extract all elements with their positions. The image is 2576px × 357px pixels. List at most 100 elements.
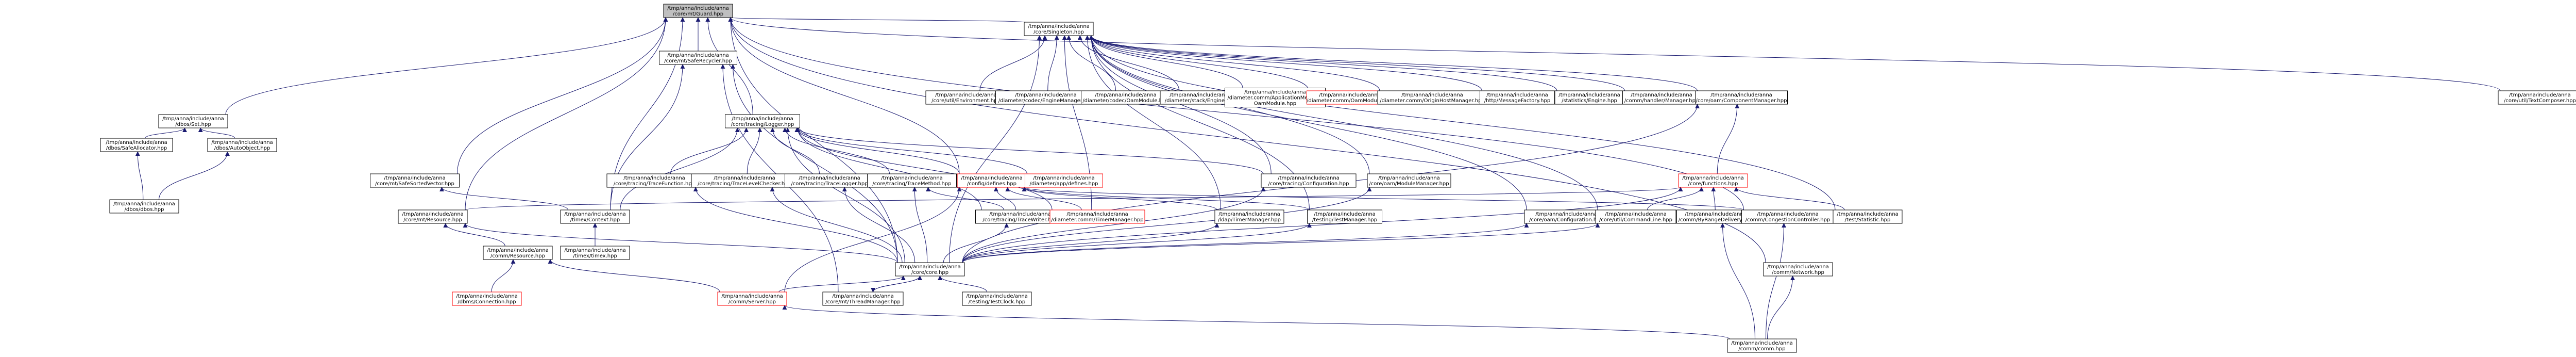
node-box (1367, 173, 1451, 188)
edge-oamComponentMgr-to-singleton (1089, 35, 1698, 91)
node-dbosSet[interactable]: /tmp/anna/include/anna/dbos/Set.hpp (158, 114, 228, 128)
node-statisticsEngine[interactable]: /tmp/anna/include/anna/statistics/Engine… (1554, 90, 1624, 105)
node-safeAllocator[interactable]: /tmp/anna/include/anna/dbos/SafeAllocato… (100, 138, 173, 152)
node-commComm[interactable]: /tmp/anna/include/anna/comm/comm.hpp (1727, 338, 1797, 353)
node-autoObject[interactable]: /tmp/anna/include/anna/dbos/AutoObject.h… (207, 138, 277, 152)
edge (782, 305, 1730, 339)
edge (842, 187, 916, 263)
edge-ldapTimerManager-to-configDefines (1022, 187, 1217, 210)
edge (1089, 35, 1482, 91)
node-label: /tmp/anna/include/anna (1015, 92, 1077, 98)
node-timerManager[interactable]: /tmp/anna/include/anna/diameter.comm/Tim… (1049, 209, 1145, 224)
edge-mtResource-to-root (465, 17, 668, 210)
edge (1089, 35, 1836, 210)
node-label: /http/MessageFactory.hpp (1484, 98, 1550, 104)
node-appDefines[interactable]: /tmp/anna/include/anna/diameter/app/defi… (1025, 173, 1103, 188)
node-tracingLogger[interactable]: /tmp/anna/include/anna/core/tracing/Logg… (725, 114, 800, 128)
node-traceFunction[interactable]: /tmp/anna/include/anna/core/tracing/Trac… (606, 173, 702, 188)
node-testManager[interactable]: /tmp/anna/include/anna/testing/TestManag… (1307, 209, 1382, 224)
node-traceLogger[interactable]: /tmp/anna/include/anna/core/tracing/Trac… (785, 173, 874, 188)
edge (728, 17, 1744, 210)
edge-coreHpp-to-tracingConfiguration (962, 187, 1266, 263)
node-box (1741, 209, 1834, 224)
node-label: /core/tracing/TraceLogger.hpp (791, 181, 868, 187)
node-box (1833, 209, 1903, 224)
edge (198, 127, 235, 139)
node-label: /core/oam/ModuleManager.hpp (1369, 181, 1449, 187)
edge (145, 127, 187, 139)
node-label: /tmp/anna/include/anna (721, 294, 783, 299)
node-label: /comm/CongestionController.hpp (1745, 217, 1831, 223)
node-label: /comm/handler/Manager.hpp (1624, 98, 1699, 104)
edge-coreHpp-to-traceLogger (842, 187, 916, 263)
node-label: /tmp/anna/include/anna (113, 201, 175, 207)
edge-testStatistic-to-singleton (1089, 35, 1836, 210)
edge-commComm-to-congestionController (1766, 223, 1786, 339)
node-mtResource[interactable]: /tmp/anna/include/anna/core/mt/Resource.… (398, 209, 468, 224)
node-timexTimex[interactable]: /tmp/anna/include/anna/timex/timex.hpp (560, 246, 630, 260)
node-label: /comm/Network.hpp (1772, 270, 1824, 275)
edge-samConfiguration-to-singleton (1089, 35, 1527, 210)
node-engineManager[interactable]: /tmp/anna/include/anna/diameter/codec/En… (995, 90, 1096, 105)
node-originHostManager[interactable]: /tmp/anna/include/anna/diameter.comm/Ori… (1377, 90, 1487, 105)
node-utilEnvironment[interactable]: /tmp/anna/include/anna/core/util/Environ… (925, 90, 1007, 105)
node-box (1049, 209, 1145, 224)
node-commNetwork[interactable]: /tmp/anna/include/anna/comm/Network.hpp (1763, 262, 1833, 277)
node-traceMethod[interactable]: /tmp/anna/include/anna/core/tracing/Trac… (867, 173, 957, 188)
node-testStatistic[interactable]: /tmp/anna/include/anna/test/Statistic.hp… (1833, 209, 1903, 224)
node-coreHpp[interactable]: /tmp/anna/include/anna/core/core.hpp (895, 262, 965, 277)
node-box (1595, 209, 1676, 224)
node-testClock[interactable]: /tmp/anna/include/anna/testing/TestClock… (962, 291, 1032, 306)
node-label: /tmp/anna/include/anna (564, 248, 626, 253)
node-box (962, 291, 1032, 306)
node-congestionController[interactable]: /tmp/anna/include/anna/comm/CongestionCo… (1741, 209, 1834, 224)
node-commServer[interactable]: /tmp/anna/include/anna/comm/Server.hpp (717, 291, 787, 306)
node-timexContext[interactable]: /tmp/anna/include/anna/timex/Context.hpp (560, 209, 630, 224)
node-commResource[interactable]: /tmp/anna/include/anna/comm/Resource.hpp (483, 246, 553, 260)
edge (993, 187, 1016, 210)
node-safeRecycler[interactable]: /tmp/anna/include/anna/core/mt/SafeRecyc… (659, 51, 737, 65)
node-oamModule[interactable]: /tmp/anna/include/anna/diameter/codec/Oa… (1081, 90, 1171, 105)
node-textComposer[interactable]: /tmp/anna/include/anna/core/util/TextCom… (2498, 90, 2576, 105)
node-root[interactable]: /tmp/anna/include/anna/core/mt/Guard.hpp (663, 4, 733, 18)
node-samConfiguration[interactable]: /tmp/anna/include/anna/core/oam/Configur… (1524, 209, 1608, 224)
node-messageFactory[interactable]: /tmp/anna/include/anna/http/MessageFacto… (1480, 90, 1555, 105)
node-oamComponentMgr[interactable]: /tmp/anna/include/anna/core/oam/Componen… (1695, 90, 1788, 105)
node-dbosDbos[interactable]: /tmp/anna/include/anna/dbos/dbos.hpp (109, 199, 179, 214)
node-functions[interactable]: /tmp/anna/include/anna/core/functions.hp… (1678, 173, 1748, 188)
edge (912, 187, 928, 263)
node-tracingConfiguration[interactable]: /tmp/anna/include/anna/core/tracing/Conf… (1261, 173, 1357, 188)
node-label: /diameter/codec/OamModule.hpp (1082, 98, 1168, 104)
node-box (663, 4, 733, 18)
edge (670, 127, 749, 174)
node-ldapTimerManager[interactable]: /tmp/anna/include/anna/ldap/TimerManager… (1214, 209, 1284, 224)
node-box (483, 246, 553, 260)
node-safeSortedVector[interactable]: /tmp/anna/include/anna/core/mt/SafeSorte… (370, 173, 460, 188)
node-threadManager[interactable]: /tmp/anna/include/anna/core/mt/ThreadMan… (822, 291, 904, 306)
node-traceLevelChecker[interactable]: /tmp/anna/include/anna/core/tracing/Trac… (691, 173, 798, 188)
node-box (1695, 90, 1788, 105)
edge-coreHpp-to-moduleManager (962, 187, 1372, 263)
node-moduleManager[interactable]: /tmp/anna/include/anna/core/oam/ModuleMa… (1367, 173, 1451, 188)
edge-commComm-to-byRangeDelivery (1720, 223, 1755, 339)
node-label: /tmp/anna/include/anna (1244, 90, 1306, 95)
node-label: /tmp/anna/include/anna (1218, 212, 1280, 217)
edge-coreHpp-to-testManager (962, 223, 1312, 263)
node-configDefines[interactable]: /tmp/anna/include/anna/config/defines.hp… (957, 173, 1027, 188)
node-label: /timex/Context.hpp (570, 217, 620, 223)
node-singleton[interactable]: /tmp/anna/include/anna/core/Singleton.hp… (1024, 22, 1094, 36)
node-handlerManager[interactable]: /tmp/anna/include/anna/comm/handler/Mana… (1622, 90, 1701, 105)
edge (610, 64, 685, 210)
node-label: /tmp/anna/include/anna (799, 175, 860, 181)
node-label: /core/mt/SafeRecycler.hpp (664, 58, 732, 64)
node-commandLine[interactable]: /tmp/anna/include/anna/core/util/Command… (1595, 209, 1676, 224)
edge-tracingConfiguration-to-singleton (1089, 35, 1272, 174)
edge-traceWriter-to-tracingLogger (795, 127, 982, 210)
node-box (606, 173, 702, 188)
node-label: /tmp/anna/include/anna (162, 116, 224, 122)
edge-coreHpp-to-samConfiguration (962, 223, 1529, 263)
node-box (1524, 209, 1608, 224)
node-dbmsConnection[interactable]: /tmp/anna/include/anna/dbms/Connection.h… (452, 291, 522, 306)
node-label: /dbos/Set.hpp (175, 122, 211, 127)
edge (1047, 35, 1059, 91)
